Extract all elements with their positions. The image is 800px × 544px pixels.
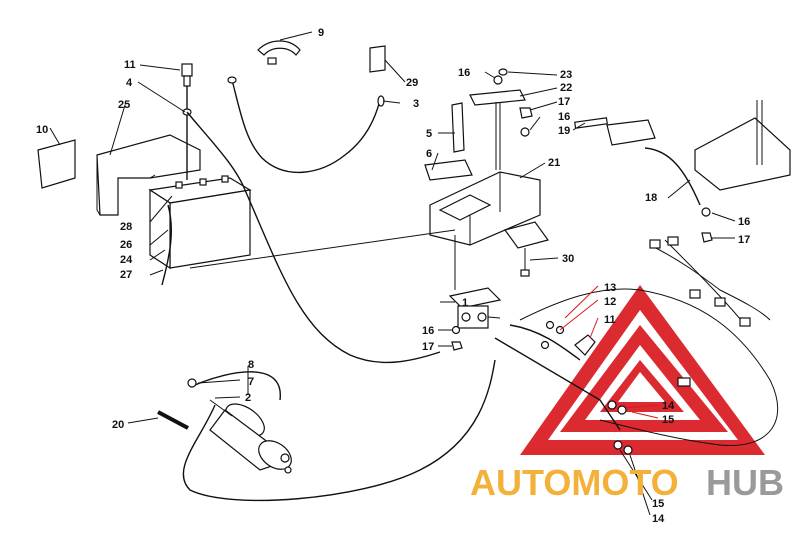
label-17-solenoid: 17 [422,341,434,353]
label-16-solenoid: 16 [422,325,434,337]
label-2: 2 [245,392,251,404]
starter-wire-loop [194,371,281,401]
ground-cable [231,79,381,173]
label-25: 25 [118,99,130,111]
label-1: 1 [462,297,468,309]
label-17-mid: 17 [558,96,570,108]
label-29: 29 [406,77,418,89]
callout-labels: 1 2 3 4 5 6 7 8 9 10 11 11 12 13 14 14 1… [36,27,750,525]
label-19: 19 [558,125,570,137]
label-11-battery: 11 [124,59,136,71]
label-21: 21 [548,157,560,169]
bracket-plate [694,117,791,191]
label-27: 27 [120,269,132,281]
starter-motor [209,399,292,474]
label-30: 30 [562,253,574,265]
solenoid-lead-2 [509,324,581,361]
linkage-rod [644,147,701,206]
label-4: 4 [126,77,133,89]
hold-down-strap [469,89,526,106]
label-8: 8 [248,359,254,371]
battery [148,175,252,270]
starter-cable [182,359,496,502]
vent-tube [161,204,173,286]
label-3: 3 [413,98,419,110]
small-pad [369,45,386,73]
watermark-hub: HUB [706,462,784,503]
label-13: 13 [604,282,616,294]
label-14-upper: 14 [662,400,675,412]
label-15-upper: 15 [662,414,674,426]
throttle-block [574,117,656,146]
label-10: 10 [36,124,48,136]
label-15-lower: 15 [652,498,664,510]
label-17-right: 17 [738,234,750,246]
watermark-logo [520,285,765,455]
leader-lines [49,31,736,516]
label-24: 24 [120,254,133,266]
battery-to-solenoid-cable [186,111,441,364]
battery-terminal [181,63,193,87]
label-9: 9 [318,27,324,39]
solenoid-bracket [429,171,541,246]
label-12: 12 [604,296,616,308]
label-28: 28 [120,221,132,233]
mount-plate [451,102,465,153]
label-5: 5 [426,128,432,140]
label-16-top: 16 [458,67,470,79]
label-26: 26 [120,239,132,251]
starter-solenoid [448,287,502,329]
watermark-text: AUTOMOTO HUB [470,462,784,503]
hose-clamp [257,40,301,65]
label-6: 6 [426,148,432,160]
label-16-right: 16 [738,216,750,228]
watermark-automoto: AUTOMOTO [470,462,679,503]
insulator-pad [424,159,473,181]
wiring-harness [519,288,779,447]
leader-battery-bracket [189,229,456,269]
label-18: 18 [645,192,657,204]
battery-pad [37,139,76,189]
solenoid-lead [494,337,621,431]
label-7: 7 [248,376,254,388]
label-11-harness: 11 [604,314,616,326]
label-20: 20 [112,419,124,431]
label-14-lower: 14 [652,513,665,525]
harness-branch [649,244,771,321]
label-23: 23 [560,69,572,81]
lower-bracket [504,221,549,249]
battery-box-cover [96,134,201,216]
label-16-mid: 16 [558,111,570,123]
label-22: 22 [560,82,572,94]
